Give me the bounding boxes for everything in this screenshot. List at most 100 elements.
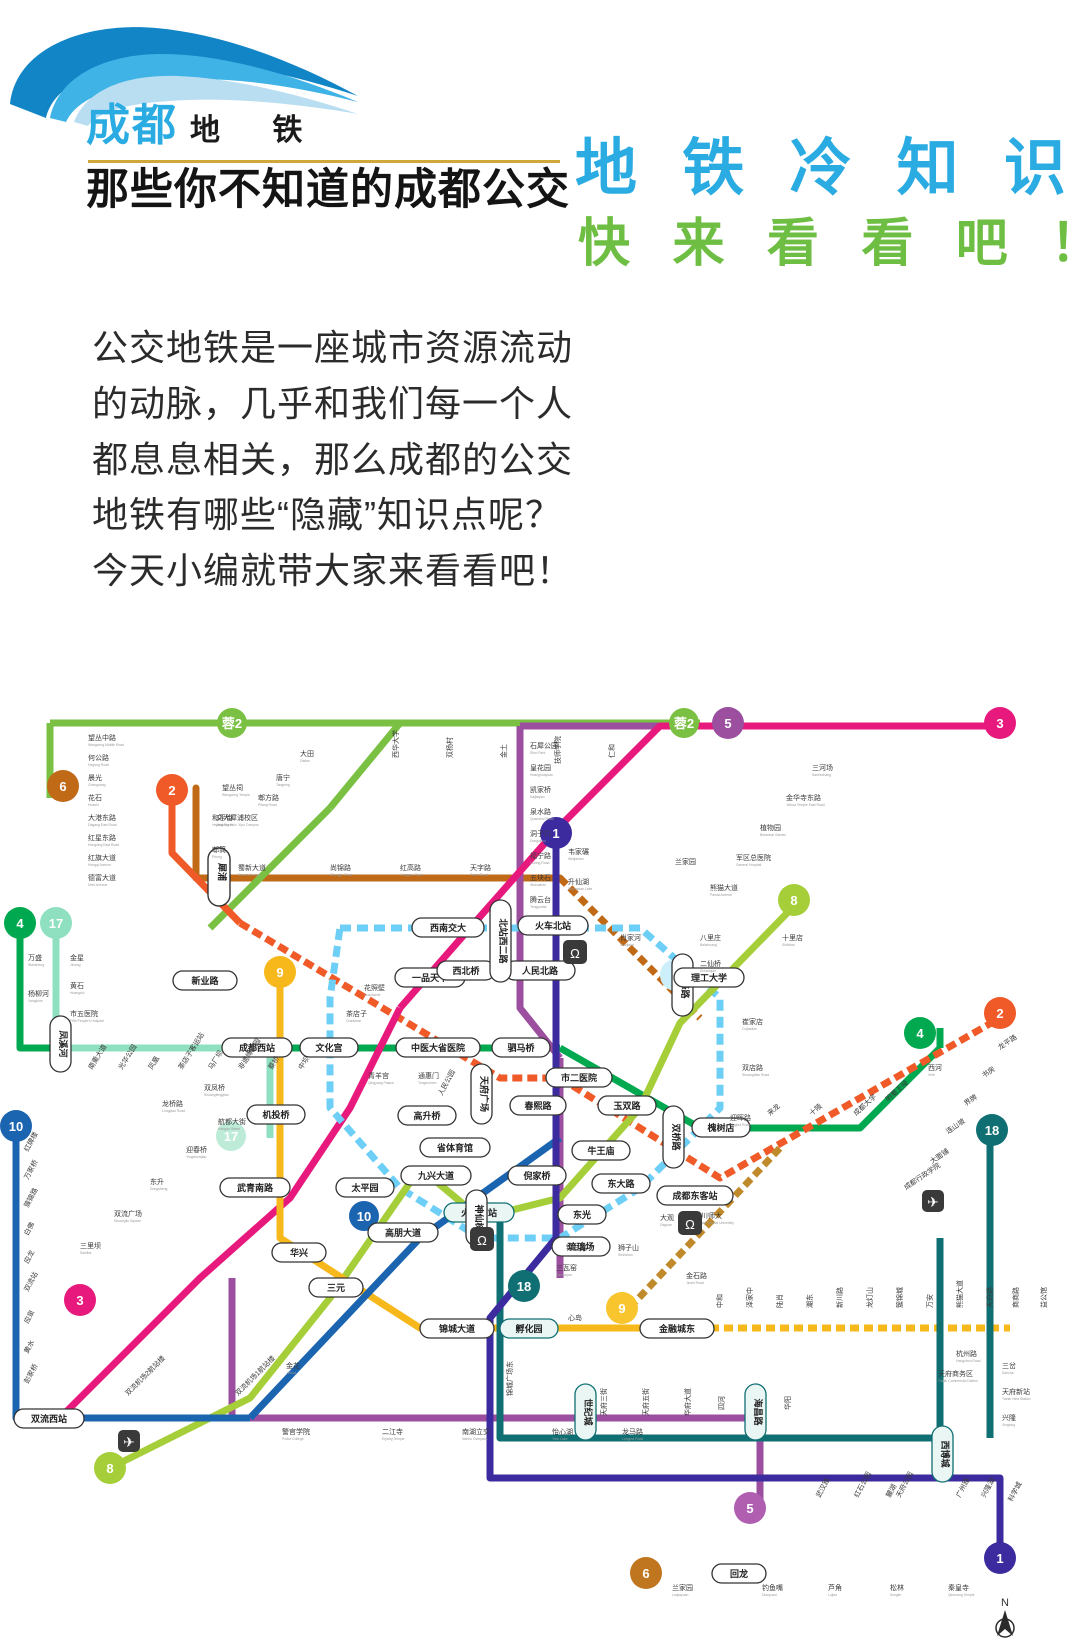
station-label-en: Daguan — [660, 1223, 672, 1227]
station-liuliqiang[interactable]: 琉璃场 — [551, 1236, 611, 1257]
line-badge-1-north[interactable]: 1 — [540, 817, 572, 849]
station-huaishudian[interactable]: 槐树店 — [691, 1117, 751, 1138]
line-badge-10-west[interactable]: 10 — [0, 1110, 32, 1142]
station-southwest-jiaotong[interactable]: 西南交大 — [411, 917, 485, 938]
line-badge-6-north[interactable]: 6 — [47, 770, 79, 802]
station-fengxihe[interactable]: 凤溪河 — [49, 1015, 72, 1073]
line-badge-4-west[interactable]: 4 — [4, 907, 36, 939]
line-badge-label: 蓉2 — [222, 716, 242, 731]
line-badge-17-west[interactable]: 17 — [40, 907, 72, 939]
line-badge-2-west[interactable]: 2 — [156, 774, 188, 806]
station-label: 松林 — [890, 1583, 904, 1592]
line-badge-1-south[interactable]: 1 — [984, 1542, 1016, 1574]
line-badge-9-mid[interactable]: 9 — [606, 1292, 638, 1324]
line-badge-18-east[interactable]: 18 — [976, 1114, 1008, 1146]
station-niuwangmiao[interactable]: 牛王庙 — [571, 1140, 631, 1161]
station-label-en: Police College — [282, 1437, 304, 1441]
station-label: 万家桥 — [22, 1158, 40, 1181]
station-xibeiqiao[interactable]: 西北桥 — [436, 960, 496, 981]
station-label: 天府商务区 — [938, 1369, 973, 1378]
station-yushuang-road[interactable]: 玉双路 — [597, 1095, 657, 1116]
station-xinye-road[interactable]: 新业路 — [172, 970, 238, 991]
station-jincheng-avenue[interactable]: 锦城大道 — [419, 1318, 495, 1339]
station-shuangqiao-road[interactable]: 双桥路 — [662, 1105, 685, 1169]
station-north-railway[interactable]: 火车北站 — [517, 915, 589, 936]
line-badge-17-mid[interactable]: 17 — [216, 1121, 246, 1151]
station-label: 双流广场 — [114, 1209, 142, 1218]
station-label-en: Jiaotong Univ. Xipu Campus — [216, 823, 259, 827]
station-label: 迎春桥 — [186, 1145, 207, 1154]
line-badge-6-south[interactable]: 6 — [630, 1557, 662, 1589]
station-taipingyuan[interactable]: 太平园 — [335, 1177, 395, 1198]
station-north-west2-road[interactable]: 北站西二路 — [489, 899, 512, 983]
station-huilong[interactable]: 回龙 — [711, 1563, 767, 1584]
metro-line-3 — [57, 722, 1000, 1421]
station-gaopeng-avenue[interactable]: 高朋大道 — [367, 1222, 439, 1243]
chengdu-metro-network-map[interactable]: 蓉2 蓉2 6 2 5 3 1 8 — [0, 678, 1080, 1649]
line-badge-5-north[interactable]: 5 — [712, 707, 744, 739]
station-label: 秦皇寺 — [948, 1583, 969, 1592]
line-badge-8-northeast[interactable]: 8 — [778, 884, 810, 916]
station-chengdu-univ-technology[interactable]: 理工大学 — [673, 967, 745, 988]
station-dongguang[interactable]: 东光 — [557, 1204, 607, 1225]
station-chengdu-west[interactable]: 成都西站 — [221, 1037, 293, 1058]
line-badge-r2-west[interactable]: 蓉2 — [217, 708, 247, 738]
station-century-city[interactable]: 世纪城 — [574, 1383, 597, 1441]
station-tianfu-square[interactable]: 天府广场 — [470, 1063, 493, 1125]
station-incubation-park[interactable]: 孵化园 — [499, 1318, 559, 1339]
station-renmin-north-road[interactable]: 人民北路 — [504, 960, 576, 981]
station-cultural-palace[interactable]: 文化宫 — [299, 1037, 359, 1058]
station-shuangliu-west[interactable]: 双流西站 — [13, 1408, 85, 1429]
line3-southwest-station-labels: 三里坝 Sanliba 双流广场 Shuangliu Square 东升 Don… — [80, 1083, 246, 1255]
line-badge-5-south[interactable]: 5 — [734, 1492, 766, 1524]
station-label-en: Chenguang — [88, 783, 106, 787]
station-financial-city-east[interactable]: 金融城东 — [639, 1318, 715, 1339]
station-simaqiao[interactable]: 驷马桥 — [491, 1037, 551, 1058]
station-chunxi-road[interactable]: 春熙路 — [509, 1095, 567, 1116]
station-label: 金华寺东路 — [786, 793, 821, 802]
line-badge-10-mid[interactable]: 10 — [349, 1201, 379, 1231]
line-badge-3-northeast[interactable]: 3 — [984, 707, 1016, 739]
line-badge-2-east[interactable]: 2 — [984, 997, 1016, 1029]
station-provincial-stadium[interactable]: 省体育馆 — [419, 1137, 491, 1158]
station-sanyuan[interactable]: 三元 — [308, 1277, 364, 1298]
station-dongda-road[interactable]: 东大路 — [591, 1173, 651, 1194]
station-xipu[interactable]: 犀浦 — [207, 847, 231, 907]
station-nijiaqiao[interactable]: 倪家桥 — [507, 1165, 567, 1186]
station-huaxing[interactable]: 华兴 — [271, 1242, 327, 1263]
line-badge-3-southwest[interactable]: 3 — [64, 1284, 96, 1316]
line-badge-8-southwest[interactable]: 8 — [94, 1452, 126, 1484]
station-label: 茶店子 — [346, 1009, 367, 1018]
station-xibo-city[interactable]: 西博城 — [931, 1425, 954, 1483]
line-terminus-badges[interactable]: 蓉2 蓉2 6 2 5 3 1 8 — [0, 707, 1016, 1589]
station-label: 军区总医院 — [736, 853, 771, 862]
line-badge-r2-east[interactable]: 蓉2 — [669, 708, 699, 738]
station-label: 双流西站 — [31, 1413, 67, 1424]
station-label: 花照壁 — [364, 983, 385, 992]
station-second-hospital[interactable]: 市二医院 — [545, 1067, 613, 1088]
station-gaoshengqiao[interactable]: 高升桥 — [397, 1105, 457, 1126]
line-badge-4-east[interactable]: 4 — [904, 1017, 936, 1049]
station-label: 三河场 — [812, 763, 833, 772]
line-badge-9-north[interactable]: 9 — [264, 956, 296, 988]
line-badge-18-mid[interactable]: 18 — [508, 1270, 540, 1302]
station-haichang-road[interactable]: 海昌路 — [744, 1383, 767, 1441]
metro-map-svg[interactable]: 蓉2 蓉2 6 2 5 3 1 8 — [0, 678, 1080, 1649]
station-label-en: Xinglong — [1002, 1423, 1015, 1427]
station-label: 青羊宫 — [368, 1071, 389, 1080]
station-jitouqiao[interactable]: 机投桥 — [246, 1104, 306, 1125]
brand-logo-sub: 地 铁 — [190, 114, 325, 147]
station-label: 十陵 — [807, 1101, 823, 1117]
station-provincial-hospital[interactable]: 中医大省医院 — [395, 1037, 481, 1058]
station-east-railway[interactable]: 成都东客站 — [656, 1185, 734, 1206]
station-label: 大港东路 — [88, 813, 116, 822]
station-label-en: Hangdu Street — [218, 1127, 240, 1131]
station-wuqing-south-road[interactable]: 武青南路 — [219, 1177, 291, 1198]
interchange-stations[interactable]: 犀浦 新业路 成都西站 文化宫 中医大省医院 驷马桥 一品天下 西南交大 — [13, 847, 954, 1584]
station-label-en: Qingyang Palace — [368, 1081, 394, 1085]
station-label: 锦三路 — [566, 1243, 587, 1252]
station-label-en: Balizhuang — [700, 943, 717, 947]
intro-paragraph: 公交地铁是一座城市资源流动的动脉，几乎和我们每一个人都息息相关，那么成都的公交地… — [92, 327, 574, 592]
station-label: 火车北站 — [535, 920, 571, 931]
station-jiuxing-avenue[interactable]: 九兴大道 — [400, 1165, 472, 1186]
